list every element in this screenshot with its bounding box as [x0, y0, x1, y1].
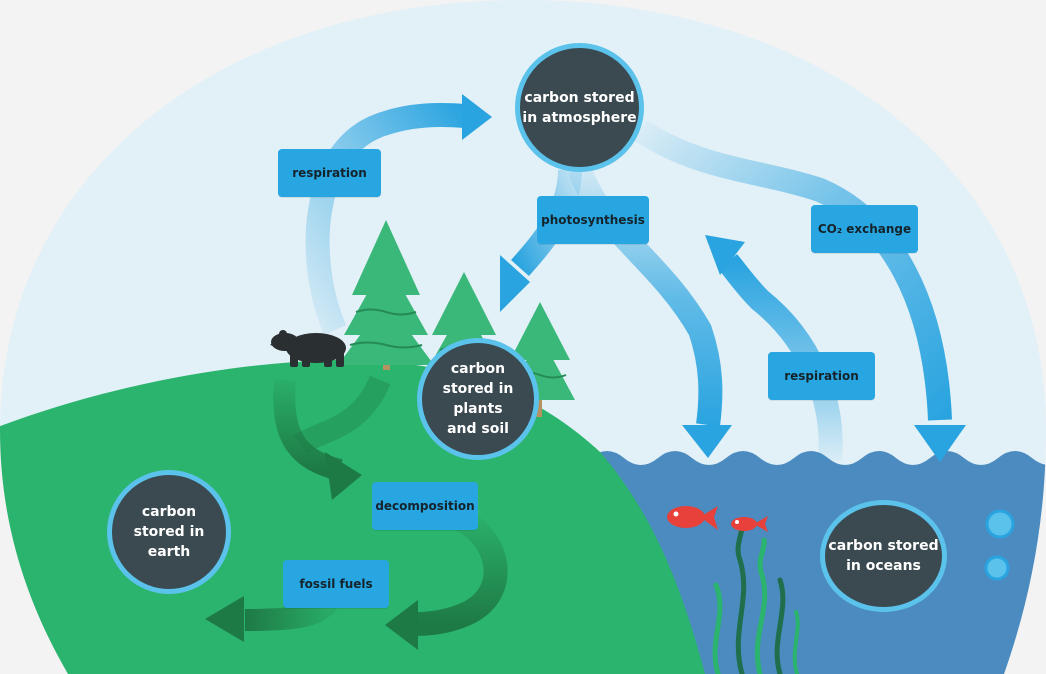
ground-arrows	[205, 375, 508, 650]
store-oceans: carbon stored in oceans	[820, 500, 947, 612]
process-co2-exchange: CO₂ exchange	[811, 205, 918, 253]
process-respiration-ocean: respiration	[768, 352, 875, 400]
tree-icon	[338, 220, 434, 370]
process-decomposition: decomposition	[372, 482, 478, 530]
bubble-icon	[984, 555, 1010, 581]
process-fossil-fuels: fossil fuels	[283, 560, 389, 608]
store-earth-label: carbon stored in earth	[133, 504, 205, 560]
land-hill	[0, 359, 705, 674]
seaweed-icon	[712, 519, 800, 674]
store-oceans-label: carbon stored in oceans	[828, 538, 939, 574]
store-atmosphere-label: carbon stored in atmosphere	[522, 89, 637, 126]
fish-icon	[731, 516, 768, 532]
store-earth: carbon stored in earth	[107, 470, 231, 594]
process-respiration-land: respiration	[278, 149, 381, 197]
store-plants-soil-label: carbon stored in plants and soil	[442, 361, 514, 437]
store-plants-soil: carbon stored in plants and soil	[417, 338, 539, 460]
bear-icon	[270, 330, 346, 367]
process-photosynthesis: photosynthesis	[537, 196, 649, 244]
store-atmosphere: carbon stored in atmosphere	[515, 43, 644, 172]
fish-icon	[667, 506, 718, 530]
bubble-icon	[985, 509, 1015, 539]
